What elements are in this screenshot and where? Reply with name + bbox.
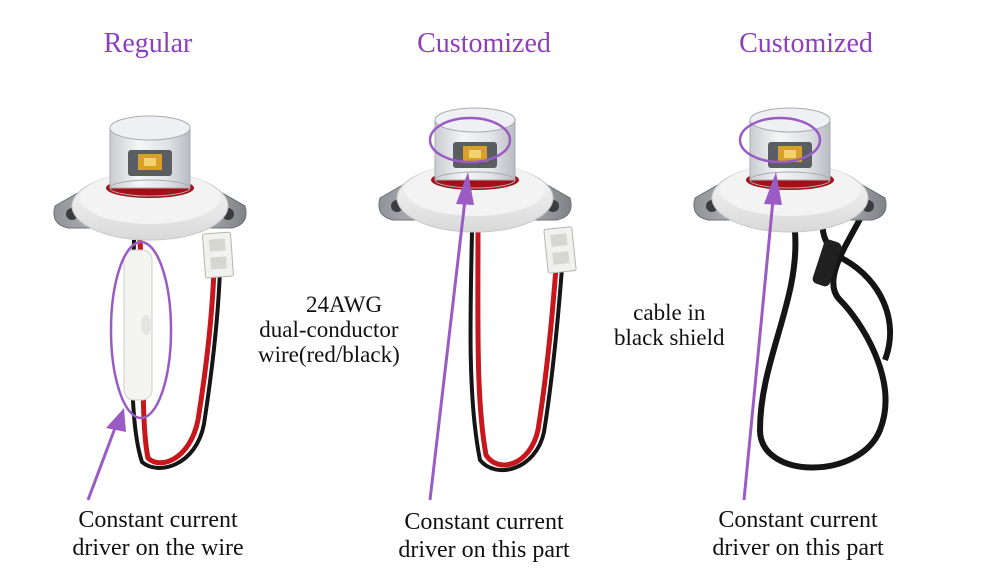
panel-custom-wire-heading: Customized bbox=[417, 28, 551, 59]
caption-line: Constant current bbox=[718, 507, 878, 533]
caption-line: Constant current bbox=[78, 507, 238, 533]
note-line: cable in bbox=[633, 300, 706, 325]
caption-line: driver on the wire bbox=[72, 535, 244, 561]
panel-regular-caption: Constant current driver on the wire bbox=[72, 506, 243, 562]
panel-custom-cable-caption: Constant current driver on this part bbox=[712, 506, 883, 562]
panel-custom-cable-heading: Customized bbox=[739, 28, 873, 59]
caption-line: driver on this part bbox=[398, 537, 570, 563]
note-line: 24AWG bbox=[306, 292, 383, 317]
note-line: black shield bbox=[614, 325, 725, 350]
caption-line: driver on this part bbox=[712, 535, 884, 561]
custom-wire-lamp bbox=[378, 107, 577, 501]
wire-spec-note: 24AWG dual-conductor wire(red/black) bbox=[258, 292, 400, 367]
panel-custom-wire-caption: Constant current driver on this part bbox=[398, 508, 569, 564]
note-line: dual-conductor bbox=[259, 317, 399, 342]
regular-lamp bbox=[53, 115, 247, 501]
cable-spec-note: cable in black shield bbox=[614, 300, 725, 350]
custom-cable-lamp bbox=[693, 107, 893, 501]
note-line: wire(red/black) bbox=[258, 342, 400, 367]
caption-line: Constant current bbox=[404, 509, 564, 535]
panel-regular-heading: Regular bbox=[103, 28, 193, 59]
